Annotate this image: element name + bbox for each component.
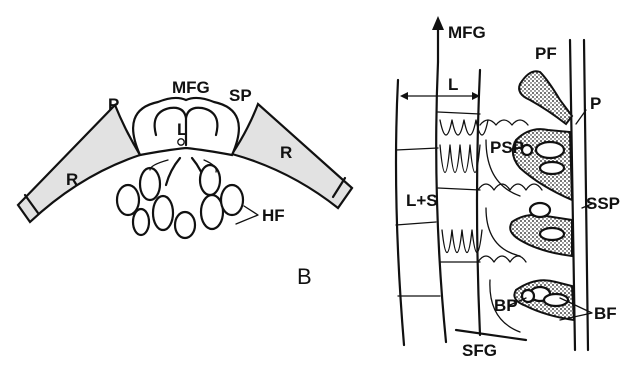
psp-label: PSP — [490, 138, 524, 157]
right-r-label: R — [280, 143, 292, 162]
gland-wall — [477, 70, 480, 335]
l-plus-s-label: L+S — [406, 191, 438, 210]
left-r-label: R — [66, 170, 78, 189]
mfg-arrow-head — [432, 16, 444, 30]
hf-label: HF — [262, 206, 285, 225]
epidermis-inner — [436, 62, 446, 342]
pf-follicle — [519, 71, 572, 124]
villus-fold-3 — [442, 230, 482, 253]
left-l-label: L — [177, 120, 187, 139]
villus-fold-2 — [440, 145, 480, 173]
left-sp-label: SP — [229, 86, 252, 105]
right-p-label: P — [590, 94, 601, 113]
left-diagram: MFG SP P L R R HF — [18, 78, 352, 238]
right-diagram: MFG PF L P PSP L+S SSP BP BF SFG — [396, 16, 620, 360]
right-l-label: L — [448, 75, 458, 94]
hair-follicles — [117, 158, 243, 238]
right-mfg-label: MFG — [448, 23, 486, 42]
left-p-label: P — [108, 95, 119, 114]
sfg-line — [456, 330, 526, 340]
sfg-label: SFG — [462, 341, 497, 360]
panel-letter: B — [297, 264, 312, 289]
ssp-label: SSP — [586, 194, 620, 213]
left-mfg-label: MFG — [172, 78, 210, 97]
epidermis-outer — [396, 80, 404, 345]
bf-label: BF — [594, 304, 617, 323]
bp-label: BP — [494, 296, 518, 315]
villus-fold-1 — [440, 120, 488, 135]
pf-label: PF — [535, 44, 557, 63]
